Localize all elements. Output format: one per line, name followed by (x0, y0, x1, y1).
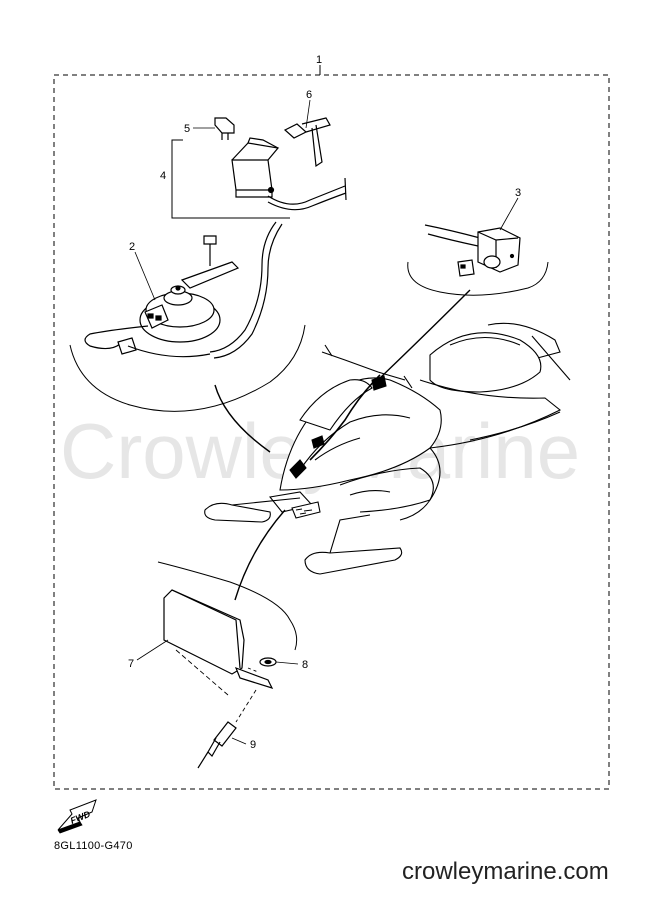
wire-harness-detail (171, 117, 347, 359)
callout-6: 6 (306, 89, 312, 101)
callout-1: 1 (316, 54, 322, 66)
leader-horn-to-sled (214, 384, 271, 453)
leader-9 (231, 737, 247, 745)
leader-8 (275, 661, 299, 665)
plate-detail (157, 561, 298, 769)
horn-detail (69, 235, 306, 412)
site-url: crowleymarine.com (402, 858, 609, 885)
callout-2: 2 (129, 241, 135, 253)
callout-5: 5 (184, 123, 190, 135)
callout-8: 8 (302, 659, 308, 671)
callout-9: 9 (250, 739, 256, 751)
snowmobile-illustration (204, 322, 571, 575)
leader-sled-to-plate (234, 509, 286, 601)
leader-6 (305, 99, 311, 129)
part-code: 8GL1100-G470 (54, 840, 133, 852)
leader-3 (499, 197, 519, 231)
fwd-arrow-icon: FWD (57, 799, 97, 834)
leader-2 (134, 251, 156, 301)
callout-4: 4 (160, 170, 166, 182)
callout-7: 7 (128, 658, 134, 670)
leader-switch-to-sled (379, 289, 471, 379)
handlebar-switch-detail (407, 224, 549, 296)
callout-3: 3 (515, 187, 521, 199)
assembly-boundary (53, 74, 610, 790)
leader-7 (136, 639, 169, 661)
